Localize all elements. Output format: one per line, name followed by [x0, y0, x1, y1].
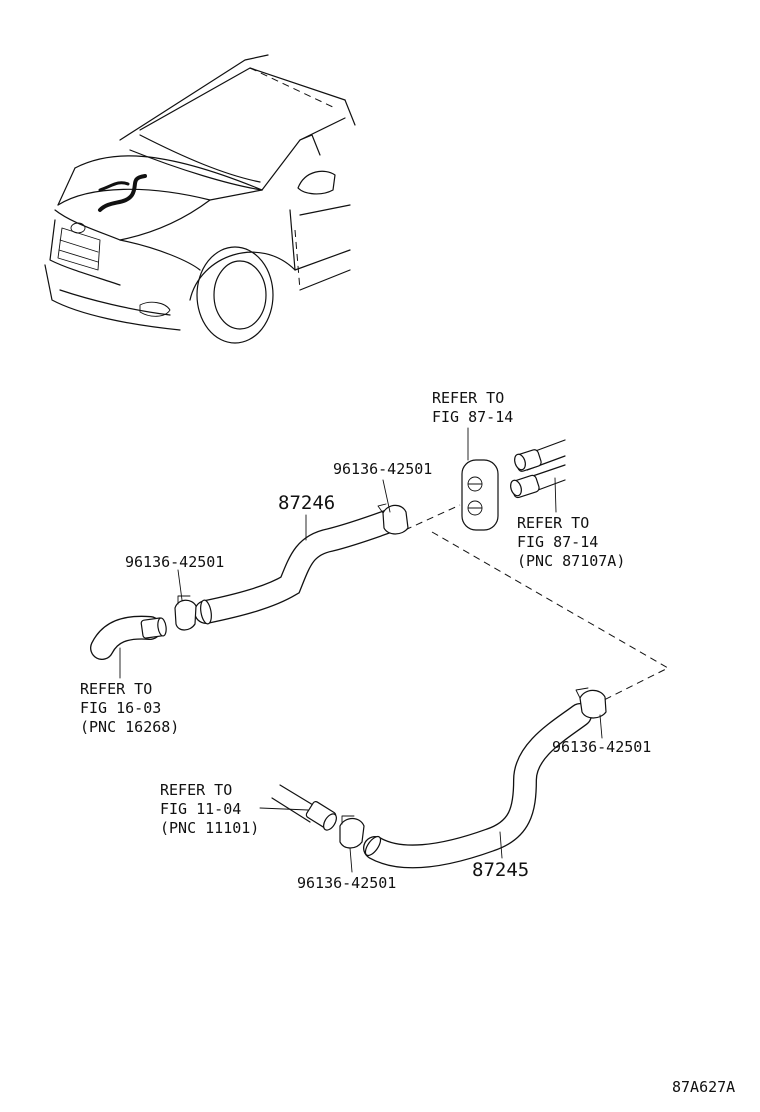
clamp-top-label: 96136-42501 [333, 460, 432, 478]
hose-engine-outlet [90, 615, 167, 660]
refer-right-line1: REFER TO [517, 514, 589, 532]
vehicle-locator-illustration [44, 54, 356, 344]
hose-lower-label: 87245 [472, 859, 529, 881]
refer-bottom-line1: REFER TO [160, 781, 232, 799]
hose-clamp-bottom [339, 815, 365, 849]
refer-bottom-line2: FIG 11-04 [160, 800, 241, 818]
hose-clamp-top [377, 503, 409, 535]
leader-lines [119, 427, 603, 873]
clamp-bottom-label: 96136-42501 [297, 874, 396, 892]
pipe-engine-inlet [271, 784, 337, 831]
refer-left-line3: (PNC 16268) [80, 718, 179, 736]
hose-upper-label: 87246 [278, 492, 335, 514]
refer-left-line1: REFER TO [80, 680, 152, 698]
hose-connector-grommet [461, 459, 499, 531]
refer-right-line3: (PNC 87107A) [517, 552, 625, 570]
refer-bottom-line3: (PNC 11101) [160, 819, 259, 837]
heater-pipe-lower [510, 464, 566, 499]
refer-top-line1: REFER TO [432, 389, 504, 407]
refer-top-line2: FIG 87-14 [432, 408, 513, 426]
hose-clamp-right [575, 687, 607, 719]
hose-clamp-left [174, 595, 197, 631]
refer-left-line2: FIG 16-03 [80, 699, 161, 717]
heater-pipe-upper [514, 439, 566, 472]
hose-87245 [363, 703, 592, 869]
clamp-left-label: 96136-42501 [125, 553, 224, 571]
hose-87246 [194, 508, 404, 625]
hose-location-highlight [98, 174, 147, 212]
diagram-id: 87A627A [672, 1078, 735, 1096]
clamp-right-label: 96136-42501 [552, 738, 651, 756]
refer-right-line2: FIG 87-14 [517, 533, 598, 551]
